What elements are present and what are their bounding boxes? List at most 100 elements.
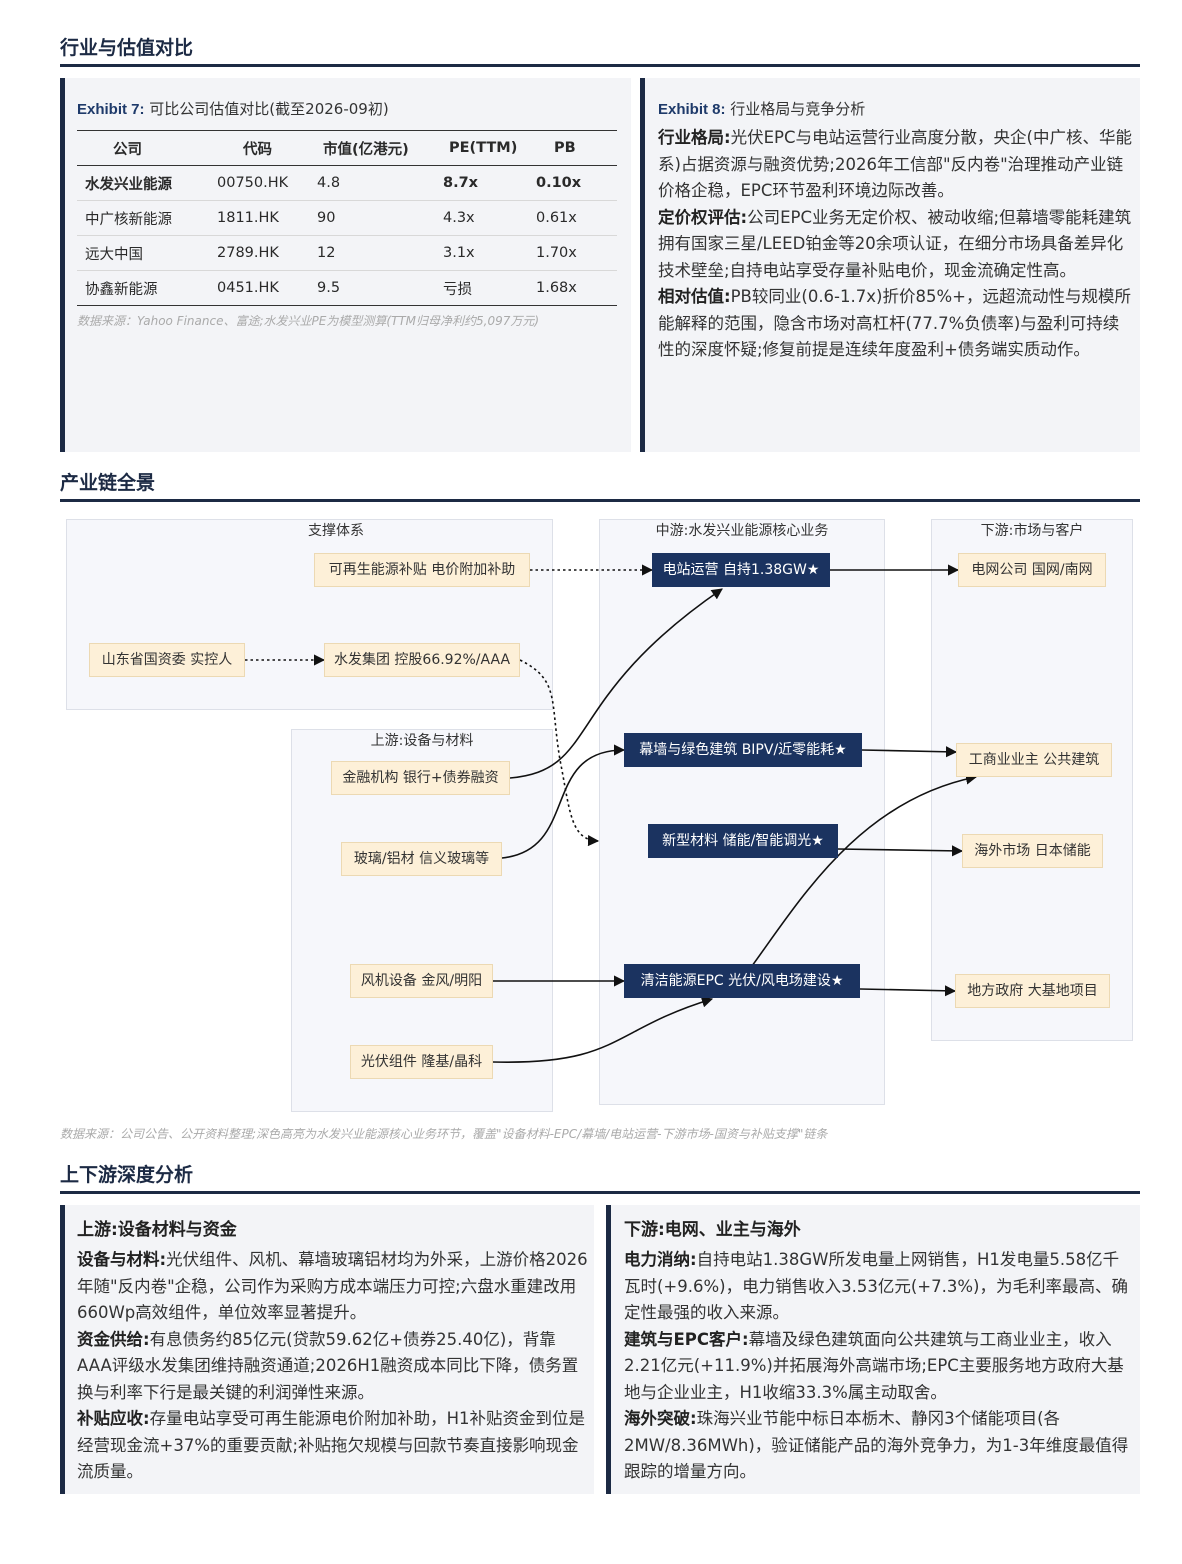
industry-structure-text: 光伏EPC与电站运营行业高度分散，央企(中广核、华能系)占据资源与融资优势;20… — [658, 128, 1132, 200]
table-cell-code: 2789.HK — [217, 235, 317, 271]
downstream-panel: 下游:电网、业主与海外 电力消纳:自持电站1.38GW所发电量上网销售，H1发电… — [606, 1205, 1140, 1494]
node-curtain: 幕墙与绿色建筑 BIPV/近零能耗★ — [624, 733, 862, 767]
node-sasac: 山东省国资委 实控人 — [89, 643, 245, 677]
table-cell-pe: 亏损 — [443, 270, 536, 306]
table-cell-code: 00750.HK — [217, 165, 317, 201]
node-grid: 电网公司 国网/南网 — [958, 553, 1106, 587]
table-cell-mcap: 9.5 — [317, 270, 443, 306]
upstream-equipment-paragraph: 设备与材料:光伏组件、风机、幕墙玻璃铝材均为外采，上游价格2026年随"反内卷"… — [77, 1247, 589, 1327]
upstream-funding-head: 资金供给: — [77, 1329, 150, 1349]
support-system-box — [66, 519, 553, 710]
exhibit8-title: 行业格局与竞争分析 — [730, 100, 866, 118]
table-cell-pb: 0.10x — [536, 165, 617, 201]
exhibit7-source: 数据来源：Yahoo Finance、富途;水发兴业PE为模型测算(TTM归母净… — [77, 314, 540, 328]
upstream-panel-body: 设备与材料:光伏组件、风机、幕墙玻璃铝材均为外采，上游价格2026年随"反内卷"… — [77, 1247, 589, 1486]
table-cell-company: 水发兴业能源 — [77, 165, 217, 201]
exhibit8-label: Exhibit 8: — [658, 101, 726, 118]
node-material: 新型材料 储能/智能调光★ — [648, 824, 838, 858]
node-wind: 风机设备 金风/明阳 — [350, 964, 493, 998]
col-header-pe: PE(TTM) — [443, 130, 536, 166]
node-epc: 清洁能源EPC 光伏/风电场建设★ — [624, 964, 860, 998]
edge-epc-commercial — [751, 773, 978, 967]
table-cell-pb: 1.70x — [536, 235, 617, 271]
node-station: 电站运营 自持1.38GW★ — [652, 553, 830, 587]
edge-glass-curtain — [501, 744, 626, 859]
col-header-company: 公司 — [77, 130, 217, 166]
node-finance: 金融机构 银行+债券融资 — [331, 761, 510, 795]
pricing-power-paragraph: 定价权评估:公司EPC业务无定价权、被动收缩;但幕墙零能耗建筑拥有国家三星/LE… — [658, 205, 1133, 285]
exhibit7-heading: Exhibit 7: 可比公司估值对比(截至2026-09初) — [77, 98, 389, 119]
section-title-chain: 产业链全景 — [60, 472, 156, 494]
downstream-epc-head: 建筑与EPC客户: — [624, 1329, 749, 1349]
edge-material-overseas — [837, 845, 964, 857]
downstream-epc-text: 幕墙及绿色建筑面向公共建筑与工商业业主，收入2.21亿元(+11.9%)并拓展海… — [624, 1329, 1124, 1402]
downstream-panel-body: 电力消纳:自持电站1.38GW所发电量上网销售，H1发电量5.58亿千瓦时(+9… — [624, 1247, 1134, 1486]
edge-pv-epc — [492, 996, 714, 1063]
table-cell-mcap: 90 — [317, 200, 443, 236]
relative-valuation-paragraph: 相对估值:PB较同业(0.6-1.7x)折价85%+，远超流动性与规模所能解释的… — [658, 284, 1133, 364]
upstream-funding-paragraph: 资金供给:有息债务约85亿元(贷款59.62亿+债券25.40亿)，背靠AAA评… — [77, 1327, 589, 1407]
downstream-epc-paragraph: 建筑与EPC客户:幕墙及绿色建筑面向公共建筑与工商业业主，收入2.21亿元(+1… — [624, 1327, 1134, 1407]
table-cell-pb: 0.61x — [536, 200, 617, 236]
node-overseas: 海外市场 日本储能 — [962, 834, 1103, 868]
downstream-overseas-head: 海外突破: — [624, 1409, 697, 1428]
exhibit7-title: 可比公司估值对比(截至2026-09初) — [149, 100, 389, 118]
downstream-overseas-text: 珠海兴业节能中标日本栃木、静冈3个储能项目(各2MW/8.36MWh)，验证储能… — [624, 1409, 1129, 1481]
section-title-updown: 上下游深度分析 — [60, 1164, 194, 1186]
table-cell-pe: 8.7x — [443, 165, 536, 201]
relative-valuation-text: PB较同业(0.6-1.7x)折价85%+，远超流动性与规模所能解释的范围，隐含… — [658, 287, 1131, 359]
upstream-subsidy-text: 存量电站享受可再生能源电价附加补助，H1补贴资金到位是经营现金流+37%的重要贡… — [77, 1409, 586, 1481]
upstream-funding-text: 有息债务约85亿元(贷款59.62亿+债券25.40亿)，背靠AAA评级水发集团… — [77, 1329, 579, 1402]
node-gov: 地方政府 大基地项目 — [955, 974, 1110, 1008]
exhibit8-heading: Exhibit 8: 行业格局与竞争分析 — [658, 98, 865, 119]
edge-epc-gov — [859, 985, 957, 997]
table-cell-code: 0451.HK — [217, 270, 317, 306]
downstream-title: 下游:市场与客户 — [980, 523, 1084, 539]
table-cell-pe: 4.3x — [443, 200, 536, 236]
section-rule — [60, 1191, 1140, 1194]
section-rule — [60, 64, 1140, 67]
section-title-valuation: 行业与估值对比 — [60, 37, 194, 59]
industry-structure-paragraph: 行业格局:光伏EPC与电站运营行业高度分散，央企(中广核、华能系)占据资源与融资… — [658, 125, 1133, 205]
node-commercial: 工商业业主 公共建筑 — [956, 743, 1112, 777]
chain-source: 数据来源：公司公告、公开资料整理;深色高亮为水发兴业能源核心业务环节，覆盖"设备… — [60, 1127, 828, 1141]
col-header-mcap: 市值(亿港元) — [317, 130, 443, 166]
upstream-panel-title: 上游:设备材料与资金 — [77, 1220, 237, 1240]
edge-finance-station — [509, 588, 723, 779]
downstream-power-head: 电力消纳: — [624, 1250, 697, 1269]
relative-valuation-head: 相对估值: — [658, 287, 731, 306]
exhibit8-panel: Exhibit 8: 行业格局与竞争分析 行业格局:光伏EPC与电站运营行业高度… — [640, 78, 1140, 452]
node-subsidy: 可再生能源补贴 电价附加补助 — [314, 553, 530, 587]
upstream-subsidy-paragraph: 补贴应收:存量电站享受可再生能源电价附加补助，H1补贴资金到位是经营现金流+37… — [77, 1406, 589, 1486]
node-group: 水发集团 控股66.92%/AAA — [324, 643, 520, 677]
table-header-row: 公司 代码 市值(亿港元) PE(TTM) PB — [77, 130, 617, 166]
table-cell-pb: 1.68x — [536, 270, 617, 306]
col-header-pb: PB — [536, 130, 617, 166]
support-system-title: 支撑体系 — [308, 523, 364, 539]
pricing-power-head: 定价权评估: — [658, 207, 748, 227]
pricing-power-text: 公司EPC业务无定价权、被动收缩;但幕墙零能耗建筑拥有国家三星/LEED铂金等2… — [658, 207, 1132, 280]
col-header-code: 代码 — [217, 130, 317, 166]
edge-group-material — [519, 659, 600, 847]
upstream-title: 上游:设备与材料 — [370, 733, 474, 749]
table-cell-pe: 3.1x — [443, 235, 536, 271]
table-cell-mcap: 12 — [317, 235, 443, 271]
exhibit7-label: Exhibit 7: — [77, 101, 145, 118]
table-cell-company: 远大中国 — [77, 235, 217, 271]
exhibit7-panel: Exhibit 7: 可比公司估值对比(截至2026-09初) 公司 代码 市值… — [60, 78, 631, 452]
upstream-panel: 上游:设备材料与资金 设备与材料:光伏组件、风机、幕墙玻璃铝材均为外采，上游价格… — [60, 1205, 594, 1494]
downstream-power-text: 自持电站1.38GW所发电量上网销售，H1发电量5.58亿千瓦时(+9.6%)，… — [624, 1250, 1128, 1322]
upstream-equipment-text: 光伏组件、风机、幕墙玻璃铝材均为外采，上游价格2026年随"反内卷"企稳，公司作… — [77, 1250, 588, 1322]
exhibit8-body: 行业格局:光伏EPC与电站运营行业高度分散，央企(中广核、华能系)占据资源与融资… — [658, 125, 1133, 364]
node-glass: 玻璃/铝材 信义玻璃等 — [341, 842, 502, 876]
industry-structure-head: 行业格局: — [658, 128, 731, 147]
upstream-subsidy-head: 补贴应收: — [77, 1409, 150, 1428]
downstream-power-paragraph: 电力消纳:自持电站1.38GW所发电量上网销售，H1发电量5.58亿千瓦时(+9… — [624, 1247, 1134, 1327]
midstream-box — [599, 519, 885, 1105]
